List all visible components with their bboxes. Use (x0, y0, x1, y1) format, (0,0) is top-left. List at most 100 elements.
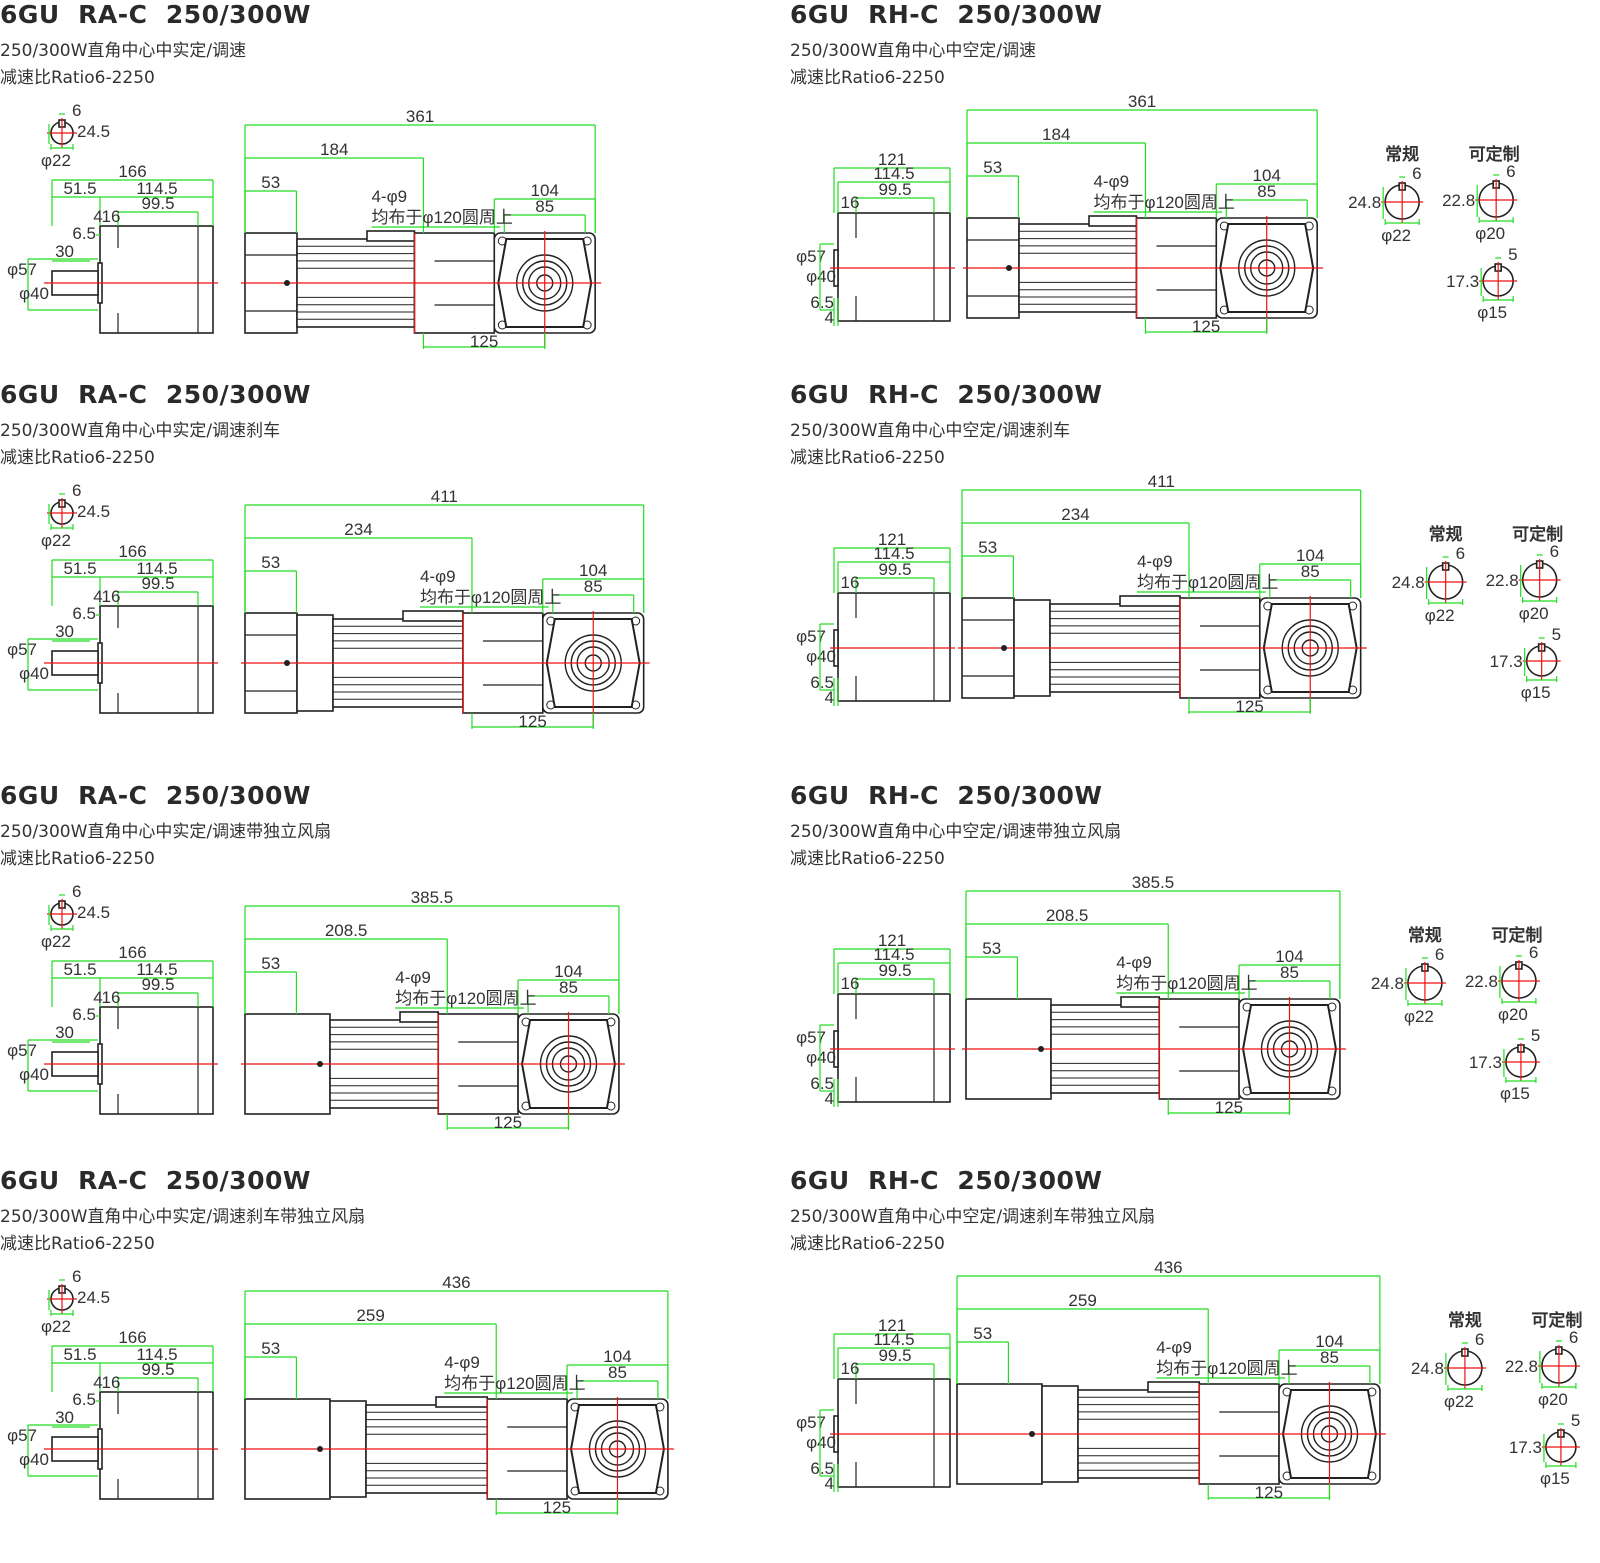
panel-title: 6GU RA-C 250/300W (0, 781, 311, 810)
panel-ratio: 减速比Ratio6-2250 (790, 68, 945, 88)
mounting-hole (655, 1402, 665, 1412)
flange-width: 104 (1315, 1332, 1343, 1351)
panel-title: 6GU RH-C 250/300W (790, 1166, 1103, 1195)
gearbox-side-body (99, 225, 214, 334)
dim-f: 6.5 (810, 673, 834, 692)
dim-f: 6.5 (72, 1390, 96, 1409)
dim-e: 16 (102, 1373, 121, 1392)
custom-shaft-1-key-height: 22.8 (1442, 191, 1475, 210)
flange-width: 104 (603, 1347, 631, 1366)
custom-shaft-2-key-height: 17.3 (1509, 1438, 1542, 1457)
holes-note: 均布于φ120圆周上 (371, 208, 512, 227)
side-b: 99.5 (878, 961, 911, 980)
mounting-hole (631, 616, 641, 626)
mounting-hole (1327, 1086, 1337, 1096)
holes-label: 4-φ9 (1137, 552, 1173, 571)
holes-note: 均布于φ120圆周上 (1156, 1359, 1297, 1378)
custom-shaft-1-key-height: 22.8 (1486, 571, 1519, 590)
custom-shaft-1-diameter: φ20 (1498, 1005, 1528, 1024)
gearbox-side-body (99, 605, 214, 714)
panel-subtitle: 250/300W直角中心中实定/调速刹车 (0, 421, 281, 441)
holes-note: 均布于φ120圆周上 (1093, 193, 1234, 212)
dim-b: 114.5 (136, 559, 177, 578)
mounting-hole (570, 1486, 580, 1496)
screw-icon (1029, 1431, 1035, 1437)
dim-f: 6.5 (72, 1005, 96, 1024)
holes-label: 4-φ9 (1116, 953, 1152, 972)
side-a: 114.5 (873, 945, 914, 964)
overall-length: 436 (1154, 1258, 1182, 1277)
standard-shaft-key-width: 6 (1456, 544, 1465, 563)
dim-g: 4 (825, 308, 834, 327)
custom-shaft-2-diameter: φ15 (1521, 683, 1551, 702)
cap-length: 53 (973, 1324, 992, 1343)
custom-shaft-2-key-width: 5 (1552, 625, 1561, 644)
offset-label: 125 (518, 712, 546, 731)
cap-length: 53 (978, 538, 997, 557)
dim-d2: φ40 (806, 267, 836, 286)
standard-shaft-diameter: φ22 (1381, 226, 1411, 245)
panel-title: 6GU RA-C 250/300W (0, 1166, 311, 1195)
screw-icon (284, 660, 290, 666)
side-b: 99.5 (878, 1346, 911, 1365)
dim-c: 99.5 (141, 975, 174, 994)
side-c: 16 (841, 573, 860, 592)
screw-icon (284, 280, 290, 286)
gearbox-side-body (99, 1006, 214, 1115)
mounting-hole (1219, 305, 1229, 315)
holes-label: 4-φ9 (371, 187, 407, 206)
dim-a: 51.5 (63, 179, 96, 198)
dim-g: 30 (55, 1408, 74, 1427)
dim-d1: φ57 (7, 260, 37, 279)
mounting-hole (606, 1101, 616, 1111)
custom-shaft-1-diameter: φ20 (1475, 224, 1505, 243)
dim-b: 114.5 (136, 1345, 177, 1364)
custom-shaft-1-key-height: 22.8 (1505, 1357, 1538, 1376)
flange-width: 104 (579, 561, 607, 580)
shaft-section-key-width: 6 (72, 481, 81, 500)
bolt-spacing: 85 (584, 577, 603, 596)
flange-width: 104 (554, 962, 582, 981)
screw-icon (1038, 1046, 1044, 1052)
motor-length: 234 (1061, 505, 1089, 524)
shaft-section-key-height: 24.5 (77, 1288, 110, 1307)
side-b: 99.5 (878, 180, 911, 199)
custom-shaft-2-key-width: 5 (1531, 1026, 1540, 1045)
custom-shaft-2-key-height: 17.3 (1446, 272, 1479, 291)
cap-length: 53 (983, 158, 1002, 177)
dim-e: 16 (102, 587, 121, 606)
dim-a: 51.5 (63, 559, 96, 578)
dim-d1: φ57 (7, 1041, 37, 1060)
dim-g: 30 (55, 242, 74, 261)
terminal-box (1120, 996, 1161, 1008)
standard-shaft-key-height: 24.8 (1348, 193, 1381, 212)
dim-f: 6.5 (72, 224, 96, 243)
custom-shaft-label: 可定制 (1531, 1310, 1582, 1330)
standard-shaft-label: 常规 (1448, 1310, 1482, 1330)
panel-title: 6GU RH-C 250/300W (790, 380, 1103, 409)
offset-label: 125 (1255, 1483, 1283, 1502)
custom-shaft-1-key-width: 6 (1506, 162, 1515, 181)
side-overall: 121 (878, 150, 906, 169)
dim-a: 51.5 (63, 1345, 96, 1364)
dim-g: 30 (55, 622, 74, 641)
bolt-spacing: 85 (1301, 562, 1320, 581)
holes-note: 均布于φ120圆周上 (420, 588, 561, 607)
mounting-hole (582, 320, 592, 330)
dim-d2: φ40 (19, 1065, 49, 1084)
mounting-hole (1242, 1002, 1252, 1012)
dim-c: 99.5 (141, 574, 174, 593)
panel-ratio: 减速比Ratio6-2250 (0, 1234, 155, 1254)
dim-d1: φ57 (796, 1028, 826, 1047)
dim-d2: φ40 (806, 647, 836, 666)
dim-g: 4 (825, 688, 834, 707)
dim-e: 16 (102, 988, 121, 1007)
terminal-box (366, 230, 416, 242)
